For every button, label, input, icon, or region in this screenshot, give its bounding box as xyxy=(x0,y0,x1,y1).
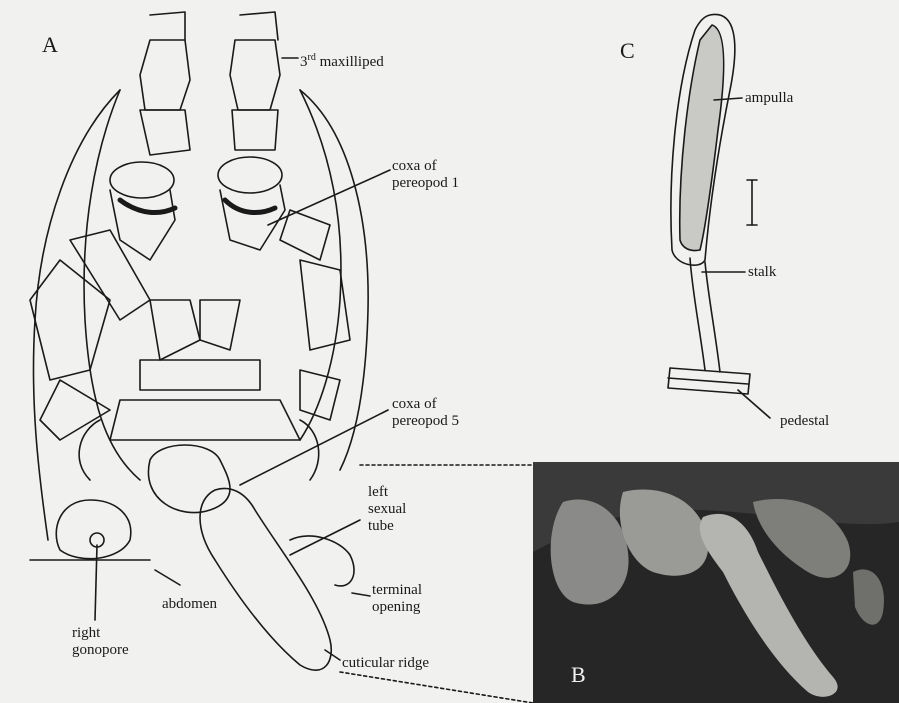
label-sexual-tube: left sexual tube xyxy=(368,484,406,535)
leader-pedestal xyxy=(738,390,770,418)
label-coxa5: coxa of pereopod 5 xyxy=(392,396,459,430)
carapace-outline-left xyxy=(33,90,120,540)
leader-abdomen xyxy=(155,570,180,585)
maxilliped-superscript: rd xyxy=(308,52,316,63)
maxilliped-text: maxilliped xyxy=(316,54,384,70)
leader-opening xyxy=(352,593,370,596)
leader-tube xyxy=(290,520,360,555)
maxilliped-number: 3 xyxy=(300,54,308,70)
label-coxa1: coxa of pereopod 1 xyxy=(392,158,459,192)
coxa5-line1: coxa of xyxy=(392,396,459,413)
leader-coxa1 xyxy=(268,170,390,225)
connector-bottom xyxy=(340,672,533,703)
coxa1-line1: coxa of xyxy=(392,158,459,175)
gonopore-line1: right xyxy=(72,625,129,642)
micrograph-drawing xyxy=(533,462,899,703)
label-abdomen: abdomen xyxy=(162,596,217,613)
panel-b-micrograph: B xyxy=(533,462,899,703)
label-cuticular-ridge: cuticular ridge xyxy=(342,655,429,672)
tube-line1: left xyxy=(368,484,406,501)
coxa-right xyxy=(218,157,282,193)
tube-line2: sexual xyxy=(368,501,406,518)
stalk-line-1 xyxy=(690,258,705,370)
stalk-line-2 xyxy=(705,262,720,372)
label-stalk: stalk xyxy=(748,264,776,281)
label-maxilliped: 3rd maxilliped xyxy=(300,49,384,71)
maxilliped-right xyxy=(230,40,280,110)
leader-gonopore xyxy=(95,545,97,620)
coxa-left xyxy=(110,162,174,198)
panel-label-a: A xyxy=(42,32,58,58)
panel-label-b: B xyxy=(571,662,586,688)
label-pedestal: pedestal xyxy=(780,413,829,430)
opening-line2: opening xyxy=(372,599,422,616)
right-gonopore-lobe xyxy=(56,500,131,559)
leader-ridge xyxy=(325,650,340,660)
maxilliped-left xyxy=(140,40,190,110)
label-ampulla: ampulla xyxy=(745,90,793,107)
left-sexual-tube xyxy=(200,488,331,670)
coxa5-line2: pereopod 5 xyxy=(392,413,459,430)
label-gonopore: right gonopore xyxy=(72,625,129,659)
panel-label-c: C xyxy=(620,38,635,64)
tube-line3: tube xyxy=(368,518,406,535)
label-terminal-opening: terminal opening xyxy=(372,582,422,616)
panel-c-drawing xyxy=(668,14,770,418)
gonopore-line2: gonopore xyxy=(72,642,129,659)
opening-line1: terminal xyxy=(372,582,422,599)
coxa1-line2: pereopod 1 xyxy=(392,175,459,192)
